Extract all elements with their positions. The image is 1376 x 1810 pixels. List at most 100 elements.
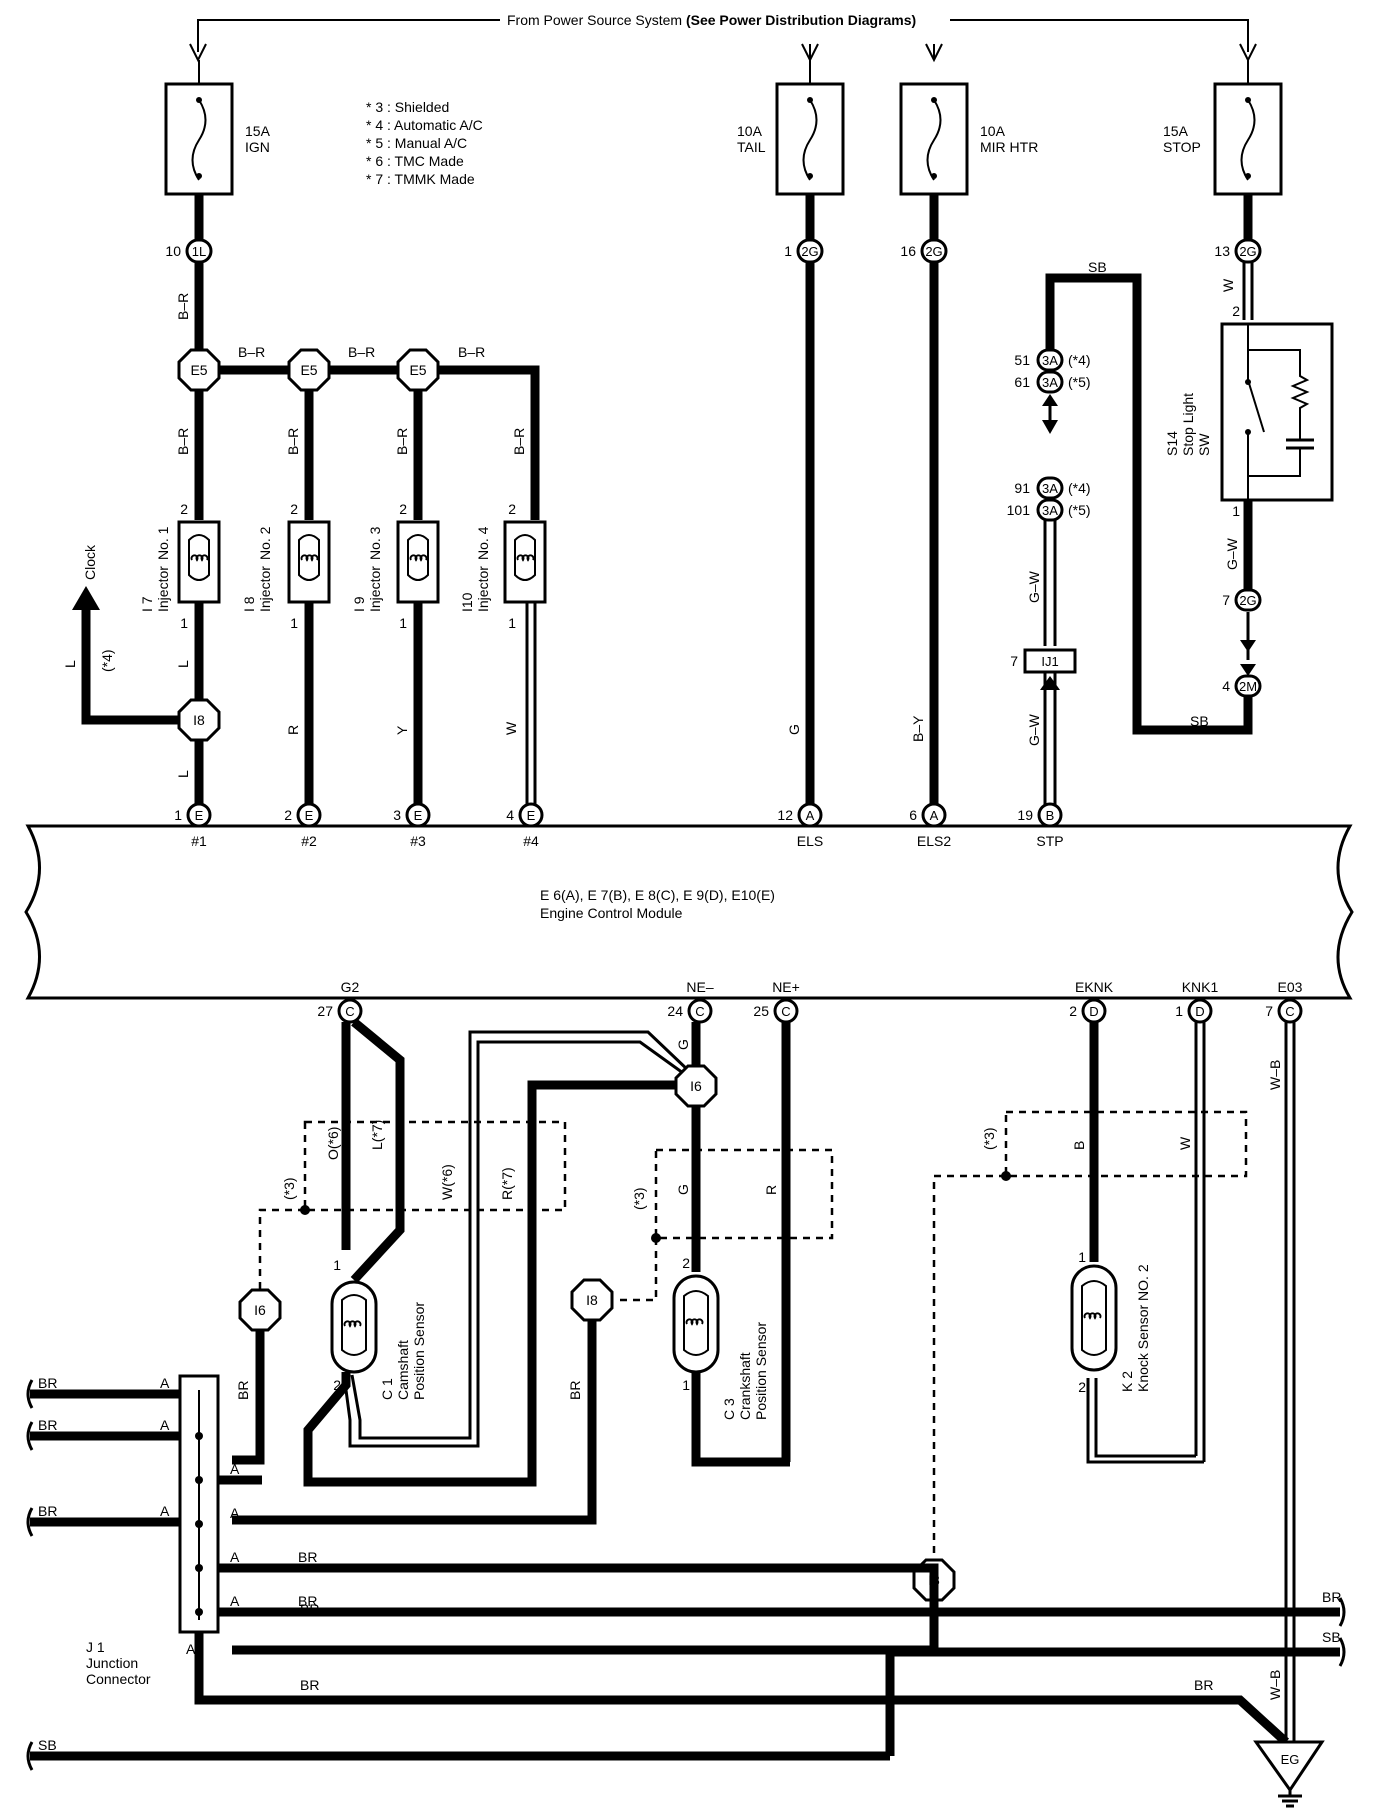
svg-text:1: 1	[1232, 503, 1240, 519]
svg-text:G: G	[786, 724, 802, 735]
svg-text:2: 2	[333, 1377, 341, 1393]
svg-text:D: D	[1089, 1004, 1098, 1019]
fuse-tail-amp: 10A	[737, 123, 763, 139]
fuse-connector-1l: 1L 10	[165, 238, 213, 264]
svg-text:* 4 : Automatic A/C: * 4 : Automatic A/C	[366, 117, 483, 133]
svg-text:91: 91	[1014, 480, 1030, 496]
svg-text:Injector: Injector	[367, 566, 383, 612]
svg-text:61: 61	[1014, 374, 1030, 390]
svg-text:BR: BR	[38, 1375, 57, 1391]
svg-text:L: L	[175, 770, 191, 778]
svg-text:10: 10	[165, 243, 181, 259]
svg-text:Stop Light: Stop Light	[1180, 393, 1196, 456]
injector-2: 2 1 I 8 Injector No. 2	[241, 501, 331, 631]
svg-text:Injector: Injector	[475, 566, 491, 612]
svg-text:2: 2	[284, 807, 292, 823]
svg-text:No. 2: No. 2	[257, 526, 273, 560]
svg-text:A: A	[160, 1375, 170, 1391]
wire-sb-loop	[1045, 273, 1253, 735]
connector-3a-61: 3A 61 (*5)	[1014, 370, 1091, 394]
svg-text:2: 2	[180, 501, 188, 517]
svg-text:G–W: G–W	[1026, 570, 1042, 603]
svg-text:19: 19	[1017, 807, 1033, 823]
svg-text:2: 2	[1232, 303, 1240, 319]
crankshaft-position-sensor: C 3 Crankshaft Position Sensor	[672, 1274, 769, 1420]
ecm-connectors: E 6(A), E 7(B), E 8(C), E 9(D), E10(E)	[540, 887, 775, 903]
svg-text:2: 2	[399, 501, 407, 517]
svg-text:3A: 3A	[1042, 375, 1058, 390]
bus-b-r	[199, 365, 540, 520]
svg-text:BR: BR	[298, 1549, 317, 1565]
svg-text:2: 2	[1078, 1379, 1086, 1395]
svg-text:BR: BR	[235, 1381, 251, 1400]
svg-text:BR: BR	[567, 1381, 583, 1400]
svg-text:3A: 3A	[1042, 353, 1058, 368]
knock-sensor-no-2: K 2 Knock Sensor NO. 2	[1070, 1264, 1151, 1392]
svg-text:BR: BR	[38, 1503, 57, 1519]
ecm-pin-1: E 1 #1	[174, 802, 212, 849]
svg-text:G2: G2	[341, 979, 360, 995]
svg-text:1: 1	[180, 615, 188, 631]
svg-text:D: D	[1195, 1004, 1204, 1019]
svg-text:I10: I10	[459, 592, 475, 612]
svg-text:Injector: Injector	[257, 566, 273, 612]
svg-text:C: C	[695, 1004, 704, 1019]
svg-text:A: A	[160, 1503, 170, 1519]
svg-text:SB: SB	[1322, 1629, 1341, 1645]
connector-3a-51: 3A 51 (*4)	[1014, 348, 1091, 372]
svg-text:(*5): (*5)	[1068, 374, 1091, 390]
svg-text:EKNK: EKNK	[1075, 979, 1114, 995]
injector-3: 2 1 I 9 Injector No. 3	[351, 501, 440, 631]
svg-text:1: 1	[682, 1377, 690, 1393]
svg-text:L(*7): L(*7)	[369, 1120, 385, 1150]
svg-text:3A: 3A	[1042, 481, 1058, 496]
svg-text:7: 7	[1010, 653, 1018, 669]
fuse-connector-2g-stop: 2G 13	[1214, 238, 1262, 264]
power-feed-line-left	[197, 19, 500, 52]
svg-text:27: 27	[317, 1003, 333, 1019]
svg-text:C: C	[781, 1004, 790, 1019]
svg-text:4: 4	[1222, 678, 1230, 694]
svg-text:IJ1: IJ1	[1041, 654, 1058, 669]
svg-text:* 3 : Shielded: * 3 : Shielded	[366, 99, 449, 115]
junction-i6-left: I6	[238, 1288, 282, 1332]
connector-3a-101: 3A 101 (*5)	[1007, 498, 1091, 522]
svg-text:(*3): (*3)	[281, 1177, 297, 1200]
svg-text:R: R	[285, 725, 301, 735]
svg-text:Camshaft: Camshaft	[395, 1340, 411, 1400]
svg-text:A: A	[160, 1417, 170, 1433]
svg-text:A: A	[806, 808, 815, 823]
svg-text:B–R: B–R	[394, 428, 410, 455]
svg-text:KNK1: KNK1	[1182, 979, 1219, 995]
svg-text:B–R: B–R	[238, 344, 265, 360]
svg-text:R(*7): R(*7)	[499, 1167, 515, 1200]
svg-text:Injector: Injector	[155, 566, 171, 612]
ecm-pin-stp: B 19 STP	[1017, 802, 1064, 849]
svg-text:(*4): (*4)	[1068, 352, 1091, 368]
svg-text:L: L	[62, 660, 78, 668]
svg-text:No. 3: No. 3	[367, 526, 383, 560]
svg-text:1: 1	[508, 615, 516, 631]
svg-text:Junction: Junction	[86, 1655, 138, 1671]
clock-wire	[81, 606, 179, 725]
svg-text:16: 16	[900, 243, 916, 259]
svg-text:* 6 : TMC Made: * 6 : TMC Made	[366, 153, 464, 169]
connector-ij1: IJ1 7	[1010, 648, 1077, 674]
svg-text:B: B	[1071, 1141, 1087, 1150]
svg-text:W(*6): W(*6)	[439, 1164, 455, 1200]
svg-text:I 8: I 8	[241, 596, 257, 612]
svg-text:2G: 2G	[925, 244, 942, 259]
fuse-mir-amp: 10A	[980, 123, 1006, 139]
svg-text:Position Sensor: Position Sensor	[753, 1322, 769, 1420]
fuse-tail: 10A TAIL	[737, 82, 845, 196]
ecm-pin-e03: E03 C 7	[1265, 979, 1303, 1024]
fuse-tail-name: TAIL	[737, 139, 766, 155]
svg-text:BR: BR	[1322, 1589, 1341, 1605]
svg-text:B–R: B–R	[511, 428, 527, 455]
svg-text:I8: I8	[193, 712, 205, 728]
ground-eg: EG	[1253, 1740, 1325, 1808]
svg-text:3A: 3A	[1042, 503, 1058, 518]
svg-text:A: A	[230, 1505, 240, 1521]
svg-text:(*3): (*3)	[981, 1127, 997, 1150]
svg-text:2: 2	[1069, 1003, 1077, 1019]
